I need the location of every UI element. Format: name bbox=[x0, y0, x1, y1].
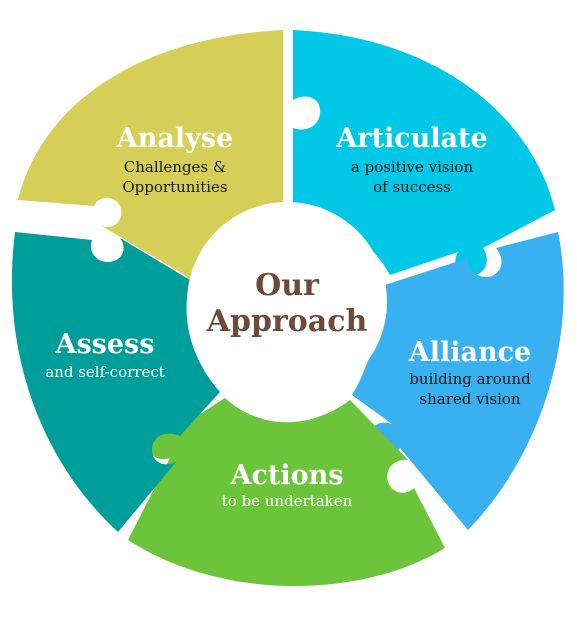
segment-actions bbox=[128, 398, 445, 587]
analyse-sub1: Challenges & bbox=[124, 158, 227, 176]
actions-title: Actions bbox=[230, 460, 344, 491]
center-circle bbox=[187, 202, 387, 402]
segment-alliance bbox=[352, 232, 564, 530]
alliance-sub2: shared vision bbox=[419, 390, 521, 408]
segment-assess bbox=[11, 232, 220, 532]
assess-sub1: and self-correct bbox=[45, 363, 165, 381]
articulate-sub1: a positive vision bbox=[351, 158, 474, 176]
assess-title: Assess bbox=[55, 329, 155, 360]
alliance-title: Alliance bbox=[408, 337, 531, 368]
actions-sub1: to be undertaken bbox=[222, 492, 353, 510]
segment-analyse bbox=[18, 30, 283, 287]
center-title-line1: Our bbox=[255, 268, 320, 303]
articulate-title: Articulate bbox=[335, 123, 487, 154]
segment-articulate bbox=[293, 30, 555, 276]
alliance-sub1: building around bbox=[409, 370, 531, 388]
articulate-sub2: of success bbox=[373, 178, 451, 196]
analyse-title: Analyse bbox=[116, 123, 233, 154]
analyse-sub2: Opportunities bbox=[122, 178, 227, 196]
center-title-line2: Approach bbox=[206, 304, 368, 339]
